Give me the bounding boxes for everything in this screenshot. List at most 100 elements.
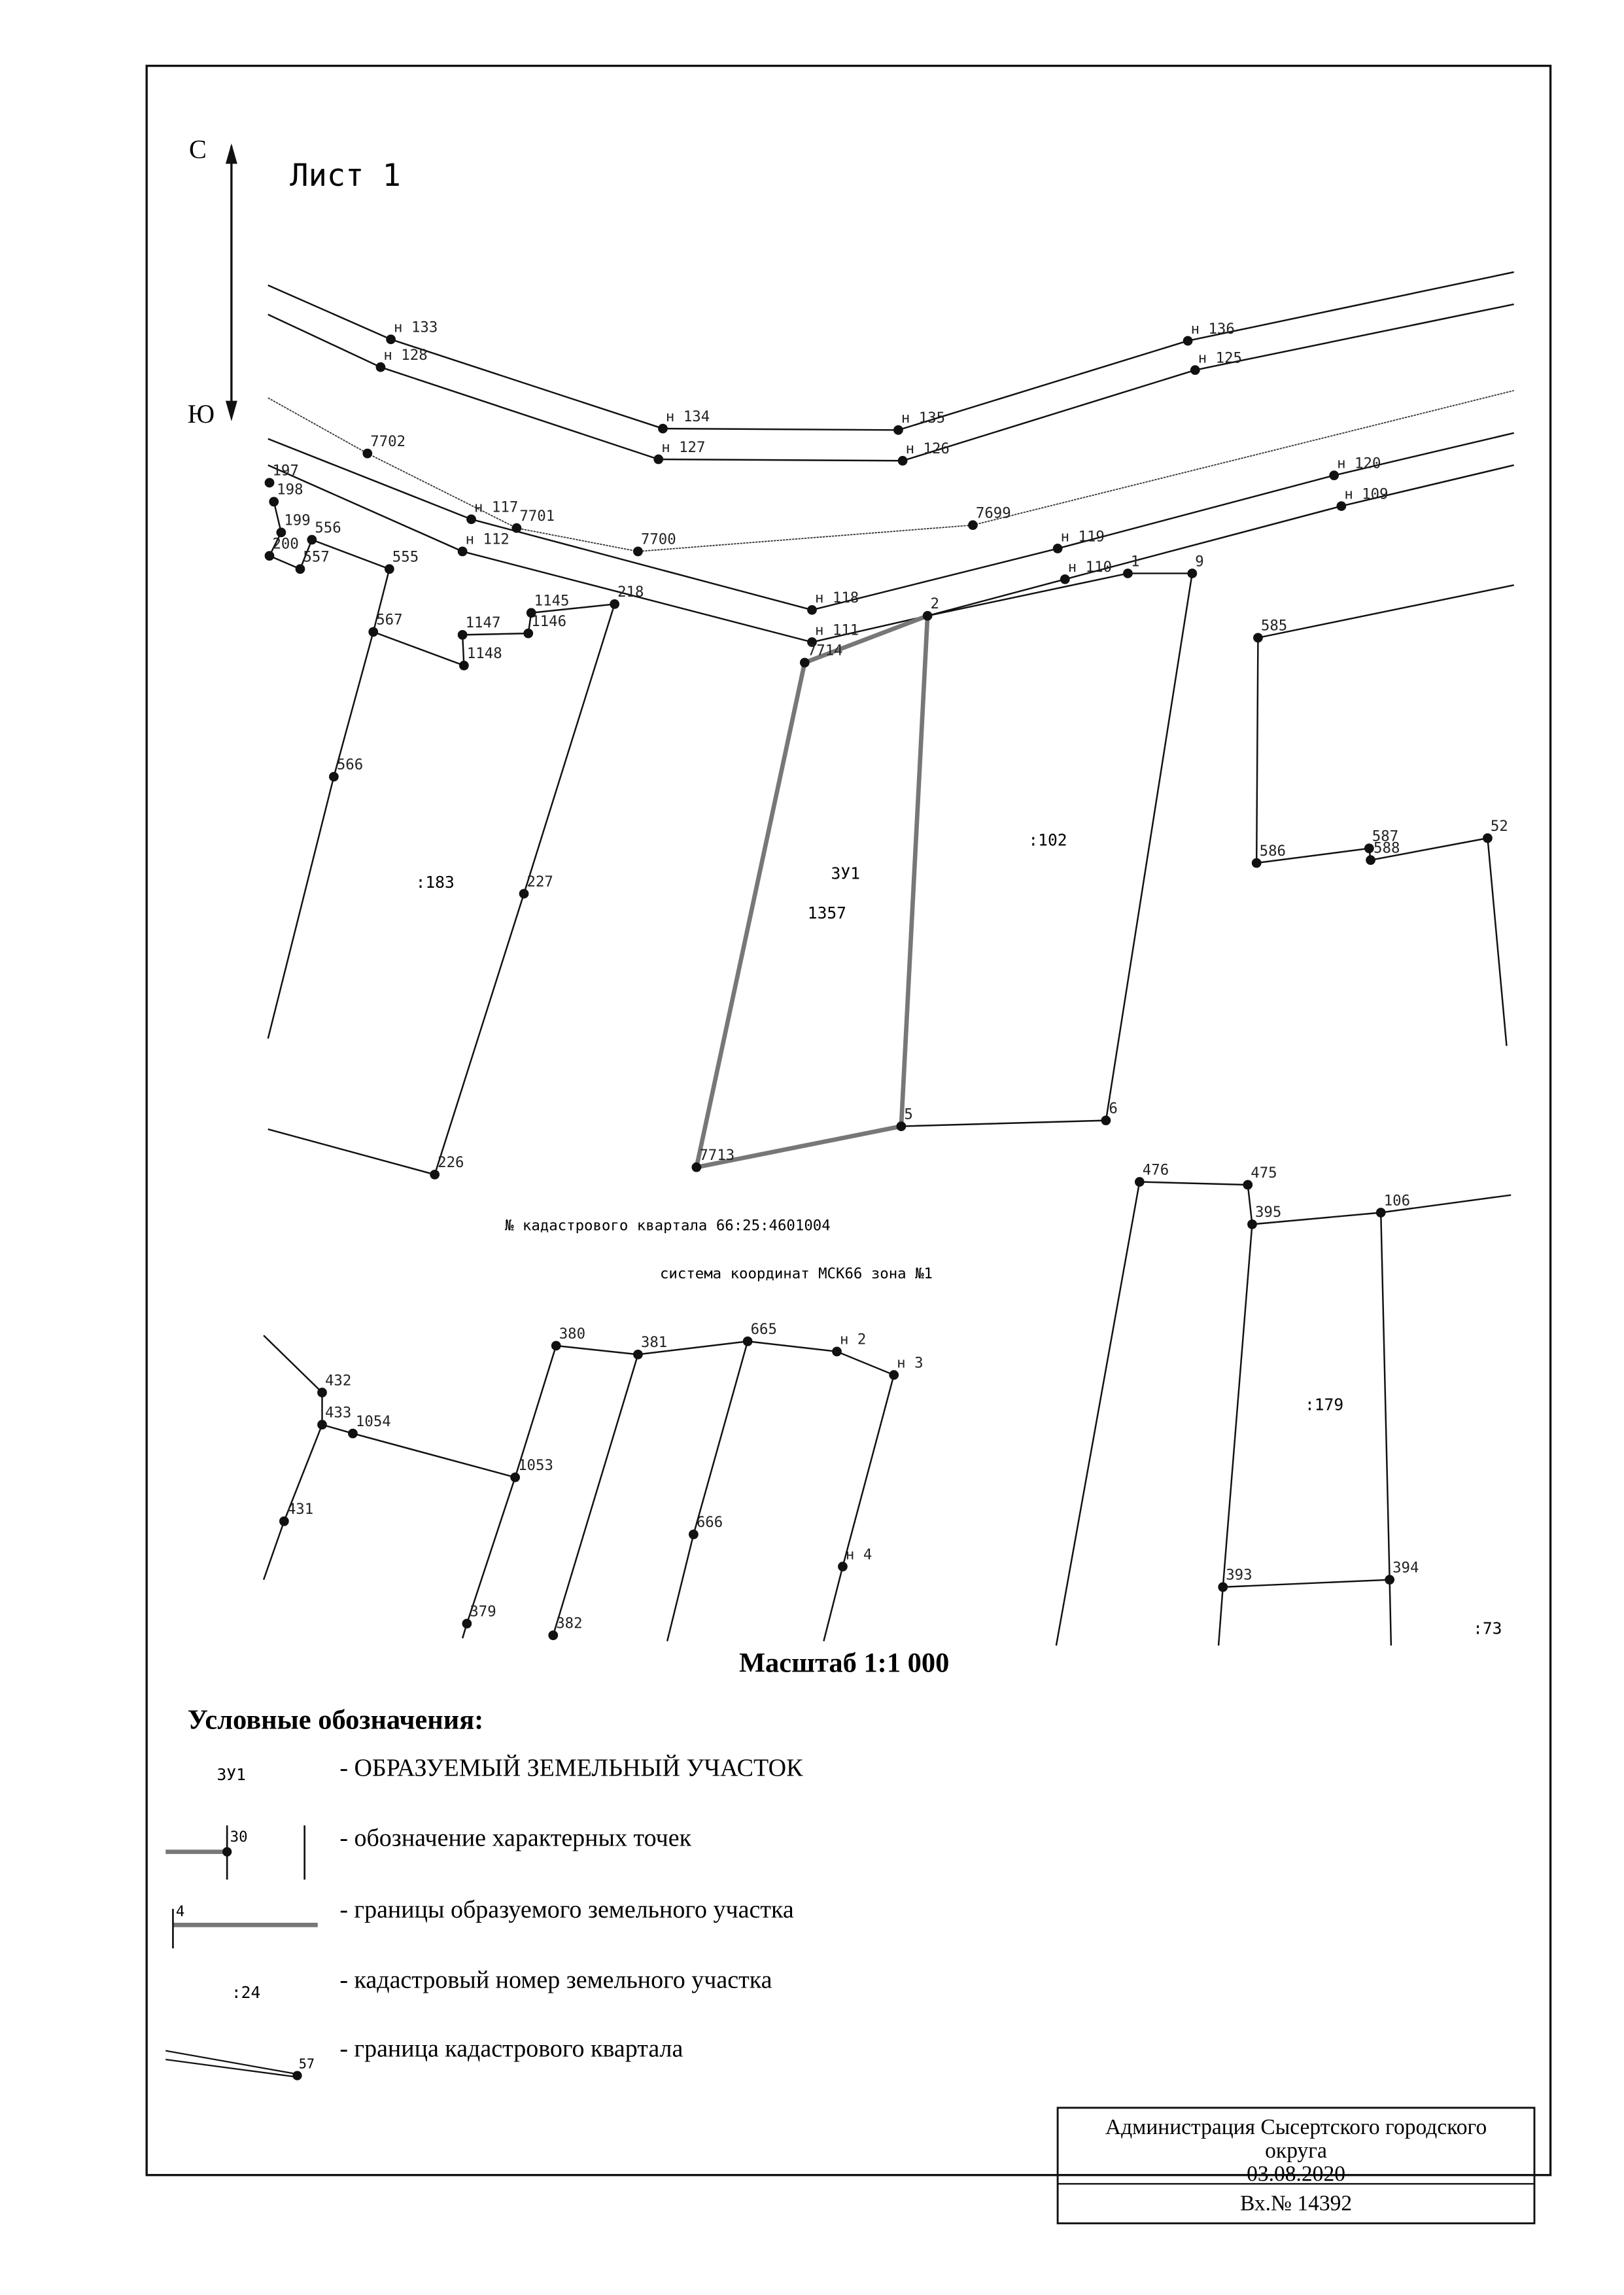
point-label: 557: [303, 549, 329, 566]
point-label: 52: [1491, 818, 1508, 835]
point-label: н 4: [846, 1546, 872, 1563]
point-label: 9: [1195, 553, 1203, 570]
boundary-point: [511, 523, 522, 533]
parcel-lower-boundary: [262, 1335, 323, 1581]
boundary-point: [1052, 544, 1063, 553]
boundary-point: [799, 657, 810, 668]
point-label: 1146: [531, 613, 566, 630]
svg-text:4: 4: [176, 1903, 184, 1920]
parcel-label-183: :183: [416, 873, 455, 892]
boundary-point: [968, 520, 978, 531]
quarter-boundary: [268, 390, 1514, 552]
point-label: н 3: [897, 1354, 923, 1371]
boundary-point: [519, 888, 529, 899]
point-label: 7714: [808, 642, 843, 659]
point-label: 7702: [370, 433, 406, 450]
point-label: 380: [559, 1325, 585, 1342]
point-label: н 118: [815, 589, 859, 606]
boundary-point: [610, 599, 620, 609]
boundary-point: [1375, 1208, 1386, 1218]
boundary-point: [307, 534, 317, 545]
point-label: 666: [697, 1514, 723, 1531]
point-label: 1148: [467, 645, 502, 662]
parcel-lower-boundary: [666, 1340, 749, 1641]
point-label: н 112: [466, 531, 510, 548]
point-label: н 109: [1344, 485, 1388, 502]
point-label: н 125: [1198, 349, 1242, 366]
boundary-point: [458, 660, 469, 671]
boundary-point: [838, 1562, 848, 1571]
boundary-point: [548, 1630, 559, 1641]
boundary-point: [317, 1388, 327, 1397]
point-label: 556: [315, 519, 341, 536]
point-label: н 111: [815, 622, 859, 639]
point-label: 7700: [641, 531, 676, 548]
point-label: 6: [1109, 1100, 1117, 1117]
point-label: 1145: [534, 593, 570, 610]
boundary-point: [1385, 1575, 1395, 1585]
point-label: н 126: [906, 440, 950, 457]
point-label: 198: [277, 482, 303, 499]
point-label: 1053: [518, 1457, 553, 1474]
zu1-area: 1357: [808, 903, 846, 922]
boundary-point: [551, 1340, 561, 1351]
point-label: 7713: [699, 1147, 734, 1164]
north-arrow-icon: [225, 143, 237, 421]
boundary-point: [386, 334, 396, 345]
boundary-point: [348, 1428, 358, 1439]
point-label: 7701: [519, 508, 555, 525]
boundary-point: [689, 1529, 699, 1539]
svg-text:Администрация Сысертского горо: Администрация Сысертского городского: [1105, 2115, 1487, 2139]
boundary-point: [742, 1336, 753, 1346]
boundary-point: [362, 448, 373, 459]
point-label: 587: [1372, 828, 1398, 845]
boundary-point: [1251, 858, 1262, 868]
boundary-point: [1190, 365, 1200, 376]
point-label: н 136: [1191, 321, 1235, 338]
boundary-point: [897, 455, 908, 466]
svg-text:округа: округа: [1265, 2139, 1327, 2163]
boundary-point: [1253, 633, 1263, 643]
boundary-point: [466, 514, 476, 525]
svg-text:Вх.№ 14392: Вх.№ 14392: [1240, 2191, 1352, 2215]
point-label: 393: [1226, 1567, 1252, 1584]
point-label: 382: [556, 1615, 582, 1632]
registration-stamp: Администрация Сысертского городского окр…: [1056, 2107, 1536, 2224]
point-label: 432: [325, 1372, 351, 1389]
boundary-point: [893, 425, 903, 435]
boundary-point: [1483, 833, 1493, 843]
scale-label: Масштаб 1:1 000: [739, 1648, 949, 1679]
point-label: 585: [1261, 618, 1287, 635]
boundary-point: [457, 546, 468, 557]
boundary-point: [1134, 1177, 1145, 1187]
point-label: 2: [931, 595, 939, 612]
point-label: 1147: [466, 614, 501, 631]
boundary-point: [1243, 1180, 1253, 1190]
point-label: 381: [641, 1334, 667, 1351]
zu1-boundary: [693, 612, 930, 1170]
boundary-point: [269, 497, 279, 507]
boundary-point: [1060, 574, 1070, 584]
point-label: н 127: [661, 439, 705, 456]
legend-title: Условные обозначения:: [188, 1705, 484, 1736]
legend-sample-zu1: ЗУ1: [217, 1765, 246, 1784]
legend-item-text: - ОБРАЗУЕМЫЙ ЗЕМЕЛЬНЫЙ УЧАСТОК: [339, 1754, 803, 1781]
boundary-point: [1247, 1219, 1257, 1229]
point-label: 197: [272, 463, 298, 480]
point-label: 476: [1143, 1161, 1169, 1178]
parcel-label-73: :73: [1473, 1619, 1502, 1638]
road2-boundary-north: [268, 432, 1514, 611]
crs-caption: система координат МСК66 зона №1: [660, 1265, 933, 1282]
road-boundary-south: [268, 303, 1514, 462]
point-label: 1: [1131, 553, 1139, 570]
boundary-point: [1364, 843, 1374, 854]
legend-sample-boundary: 4: [172, 1903, 318, 1949]
point-label: 199: [284, 512, 310, 529]
boundary-point: [384, 564, 394, 574]
boundary-point: [1183, 336, 1193, 346]
boundary-point: [922, 610, 933, 621]
zu1-label: ЗУ1: [831, 864, 860, 883]
quarter-caption: № кадастрового квартала 66:25:4601004: [504, 1217, 831, 1234]
boundary-point: [896, 1121, 907, 1131]
